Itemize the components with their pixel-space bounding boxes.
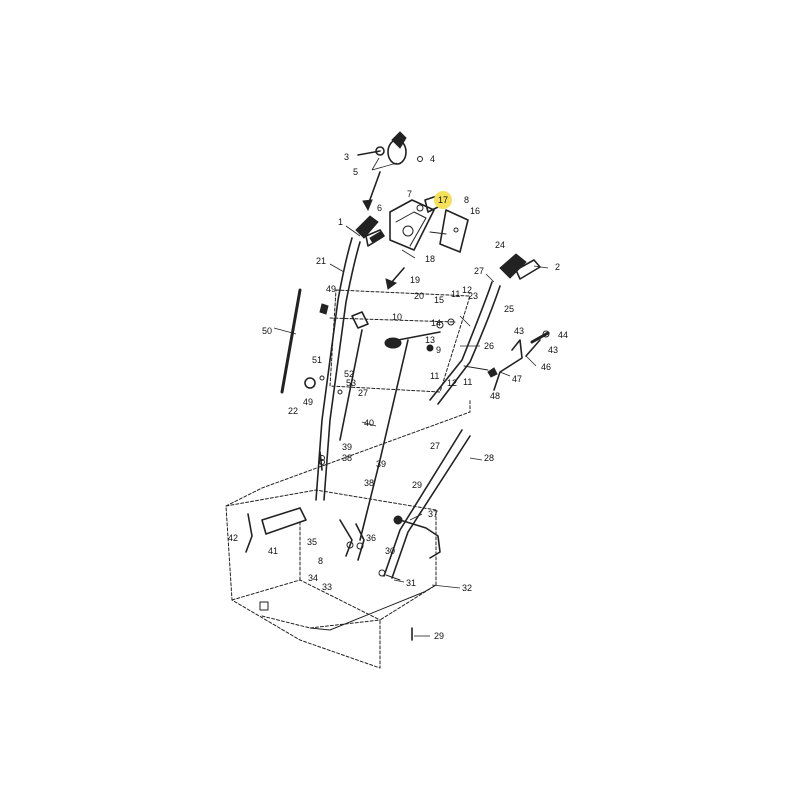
part-label-38b: 38 [364,478,374,488]
part-label-37: 37 [428,509,438,519]
part-label-36: 36 [366,533,376,543]
part-label-48: 48 [490,391,500,401]
direction-arrow [385,267,405,290]
part-label-33: 33 [322,582,332,592]
central-linkage [339,311,455,541]
part-label-12b: 12 [447,378,457,388]
part-label-42: 42 [228,533,238,543]
part-label-17: 17 [438,195,448,205]
part-label-5: 5 [353,167,358,177]
part-label-8b: 8 [318,556,323,566]
part-label-30: 30 [385,546,395,556]
part-label-27b: 27 [358,388,368,398]
part-label-10: 10 [392,312,402,322]
part-label-27a: 27 [474,266,484,276]
small-fasteners-left [304,303,343,395]
clutch-lever-28 [383,429,471,579]
part-label-35: 35 [307,537,317,547]
part-label-23: 23 [468,291,478,301]
part-label-40: 40 [364,418,374,428]
part-label-50: 50 [262,326,272,336]
part-label-9: 9 [436,345,441,355]
part-label-21: 21 [316,256,326,266]
part-label-31: 31 [406,578,416,588]
part-label-13: 13 [425,335,435,345]
leader-lines [273,225,549,637]
part-label-8: 8 [464,195,469,205]
part-label-52: 52 [344,369,354,379]
part-label-26: 26 [484,341,494,351]
part-label-2: 2 [555,262,560,272]
lower-linkage [339,515,441,641]
part-label-43b: 43 [548,345,558,355]
part-label-19: 19 [410,275,420,285]
part-label-46: 46 [541,362,551,372]
part-label-49b: 49 [303,397,313,407]
part-label-25: 25 [504,304,514,314]
control-panel-bracket [389,195,469,253]
part-label-11c: 11 [463,377,472,387]
part-label-11a: 11 [451,289,460,299]
part-label-44: 44 [558,330,568,340]
part-label-47: 47 [512,374,522,384]
part-label-53: 53 [346,378,356,388]
part-label-51: 51 [312,355,322,365]
part-label-12a: 12 [462,285,472,295]
part-label-11b: 11 [430,371,439,381]
part-label-39b: 39 [376,459,386,469]
part-label-22: 22 [288,406,298,416]
part-label-3: 3 [344,152,349,162]
part-label-34: 34 [308,573,318,583]
part-label-49a: 49 [326,284,336,294]
part-label-32: 32 [462,583,472,593]
dash-panel [329,289,471,393]
chute-crank-assembly [357,131,423,171]
part-label-43a: 43 [514,326,524,336]
part-label-14: 14 [431,318,441,328]
shaft-50 [280,288,302,394]
part-label-20: 20 [414,291,424,301]
part-label-29b: 29 [434,631,444,641]
lower-bracket-left [245,451,325,553]
part-label-16: 16 [470,206,480,216]
part-label-41: 41 [268,546,278,556]
part-label-6: 6 [377,203,382,213]
part-label-39a: 39 [342,442,352,452]
part-label-4: 4 [430,154,435,164]
part-label-7: 7 [407,189,412,199]
lower-frame [225,399,471,669]
part-label-24: 24 [495,240,505,250]
part-label-15: 15 [434,295,444,305]
left-handle-bar [315,215,385,501]
part-labels: 3 4 5 7 17 8 6 16 1 18 24 2 21 19 27 49 … [228,152,568,641]
part-label-27c: 27 [430,441,440,451]
highlight-marker [434,191,452,209]
part-label-18: 18 [425,254,435,264]
part-label-1: 1 [338,217,343,227]
part-label-28: 28 [484,453,494,463]
shift-rod-assembly [463,330,550,391]
direction-arrow [362,171,381,212]
part-label-29a: 29 [412,480,422,490]
part-label-38a: 38 [342,453,352,463]
